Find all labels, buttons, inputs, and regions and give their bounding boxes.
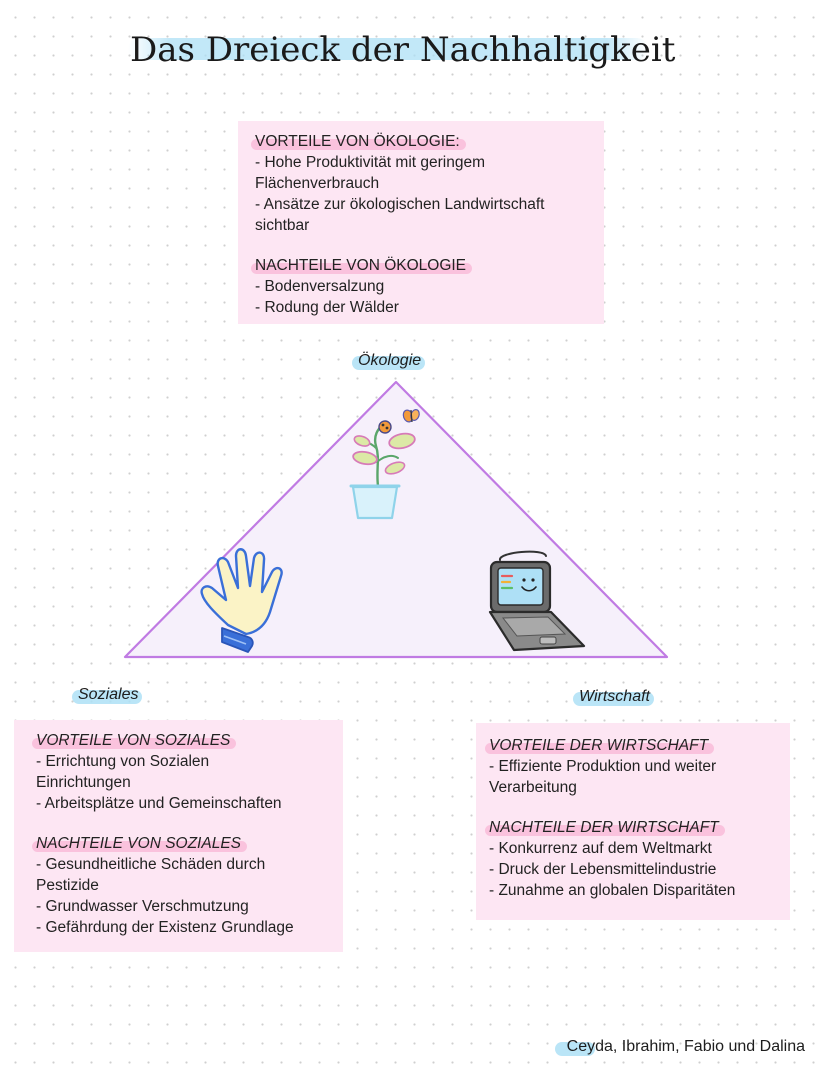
soziales-con-line: - Gefährdung der Existenz Grundlage — [36, 919, 294, 936]
oekologie-con-line: - Rodung der Wälder — [255, 299, 399, 316]
soziales-con-line: Pestizide — [36, 877, 99, 894]
oekologie-con-line: - Bodenversalzung — [255, 278, 385, 295]
vertex-label-soziales: Soziales — [71, 686, 144, 704]
hand-icon — [200, 548, 283, 653]
soziales-pros-heading: VORTEILE VON SOZIALES — [31, 732, 237, 749]
laptop-icon — [488, 550, 586, 652]
wirtschaft-con-line: - Druck der Lebensmittelindustrie — [489, 861, 717, 878]
oekologie-pro-line: - Hohe Produktivität mit geringem — [255, 154, 486, 171]
soziales-con-line: - Grundwasser Verschmutzung — [36, 898, 249, 915]
oekologie-pro-line: - Ansätze zur ökologischen Landwirtschaf… — [255, 196, 545, 213]
page-title: Das Dreieck der Nachhaltigkeit — [130, 30, 676, 70]
wirtschaft-pro-line: - Effiziente Produktion und weiter — [489, 758, 717, 775]
oekologie-pro-line: sichtbar — [255, 217, 310, 234]
vertex-label-wirtschaft: Wirtschaft — [573, 688, 654, 706]
oekologie-pros-heading: VORTEILE VON ÖKOLOGIE: — [251, 133, 466, 150]
soziales-pro-line: Einrichtungen — [36, 774, 131, 791]
plant-pot-icon — [349, 420, 416, 520]
oekologie-pro-line: Flächenverbrauch — [255, 175, 380, 192]
wirtschaft-pro-line: Verarbeitung — [489, 779, 577, 796]
soziales-con-line: - Gesundheitliche Schäden durch — [36, 856, 266, 873]
soziales-pro-line: - Arbeitsplätze und Gemeinschaften — [36, 795, 282, 812]
title-highlight — [128, 38, 648, 60]
triangle — [123, 380, 669, 659]
soziales-pro-line: - Errichtung von Sozialen — [36, 753, 210, 770]
wirtschaft-box: VORTEILE DER WIRTSCHAFT - Effiziente Pro… — [476, 723, 790, 920]
vertex-label-oekologie: Ökologie — [351, 352, 426, 370]
butterfly-icon — [402, 409, 420, 423]
wirtschaft-con-line: - Zunahme an globalen Disparitäten — [489, 882, 736, 899]
soziales-cons-heading: NACHTEILE VON SOZIALES — [32, 835, 247, 852]
oekologie-box: VORTEILE VON ÖKOLOGIE: - Hohe Produktivi… — [238, 121, 604, 324]
wirtschaft-con-line: - Konkurrenz auf dem Weltmarkt — [489, 840, 712, 857]
authors-credit: Ceyda, Ibrahim, Fabio und Dalina — [554, 1038, 805, 1056]
wirtschaft-cons-heading: NACHTEILE DER WIRTSCHAFT — [485, 819, 725, 836]
wirtschaft-pros-heading: VORTEILE DER WIRTSCHAFT — [484, 737, 715, 754]
soziales-box: VORTEILE VON SOZIALES - Errichtung von S… — [14, 720, 343, 952]
oekologie-cons-heading: NACHTEILE VON ÖKOLOGIE — [250, 257, 473, 274]
